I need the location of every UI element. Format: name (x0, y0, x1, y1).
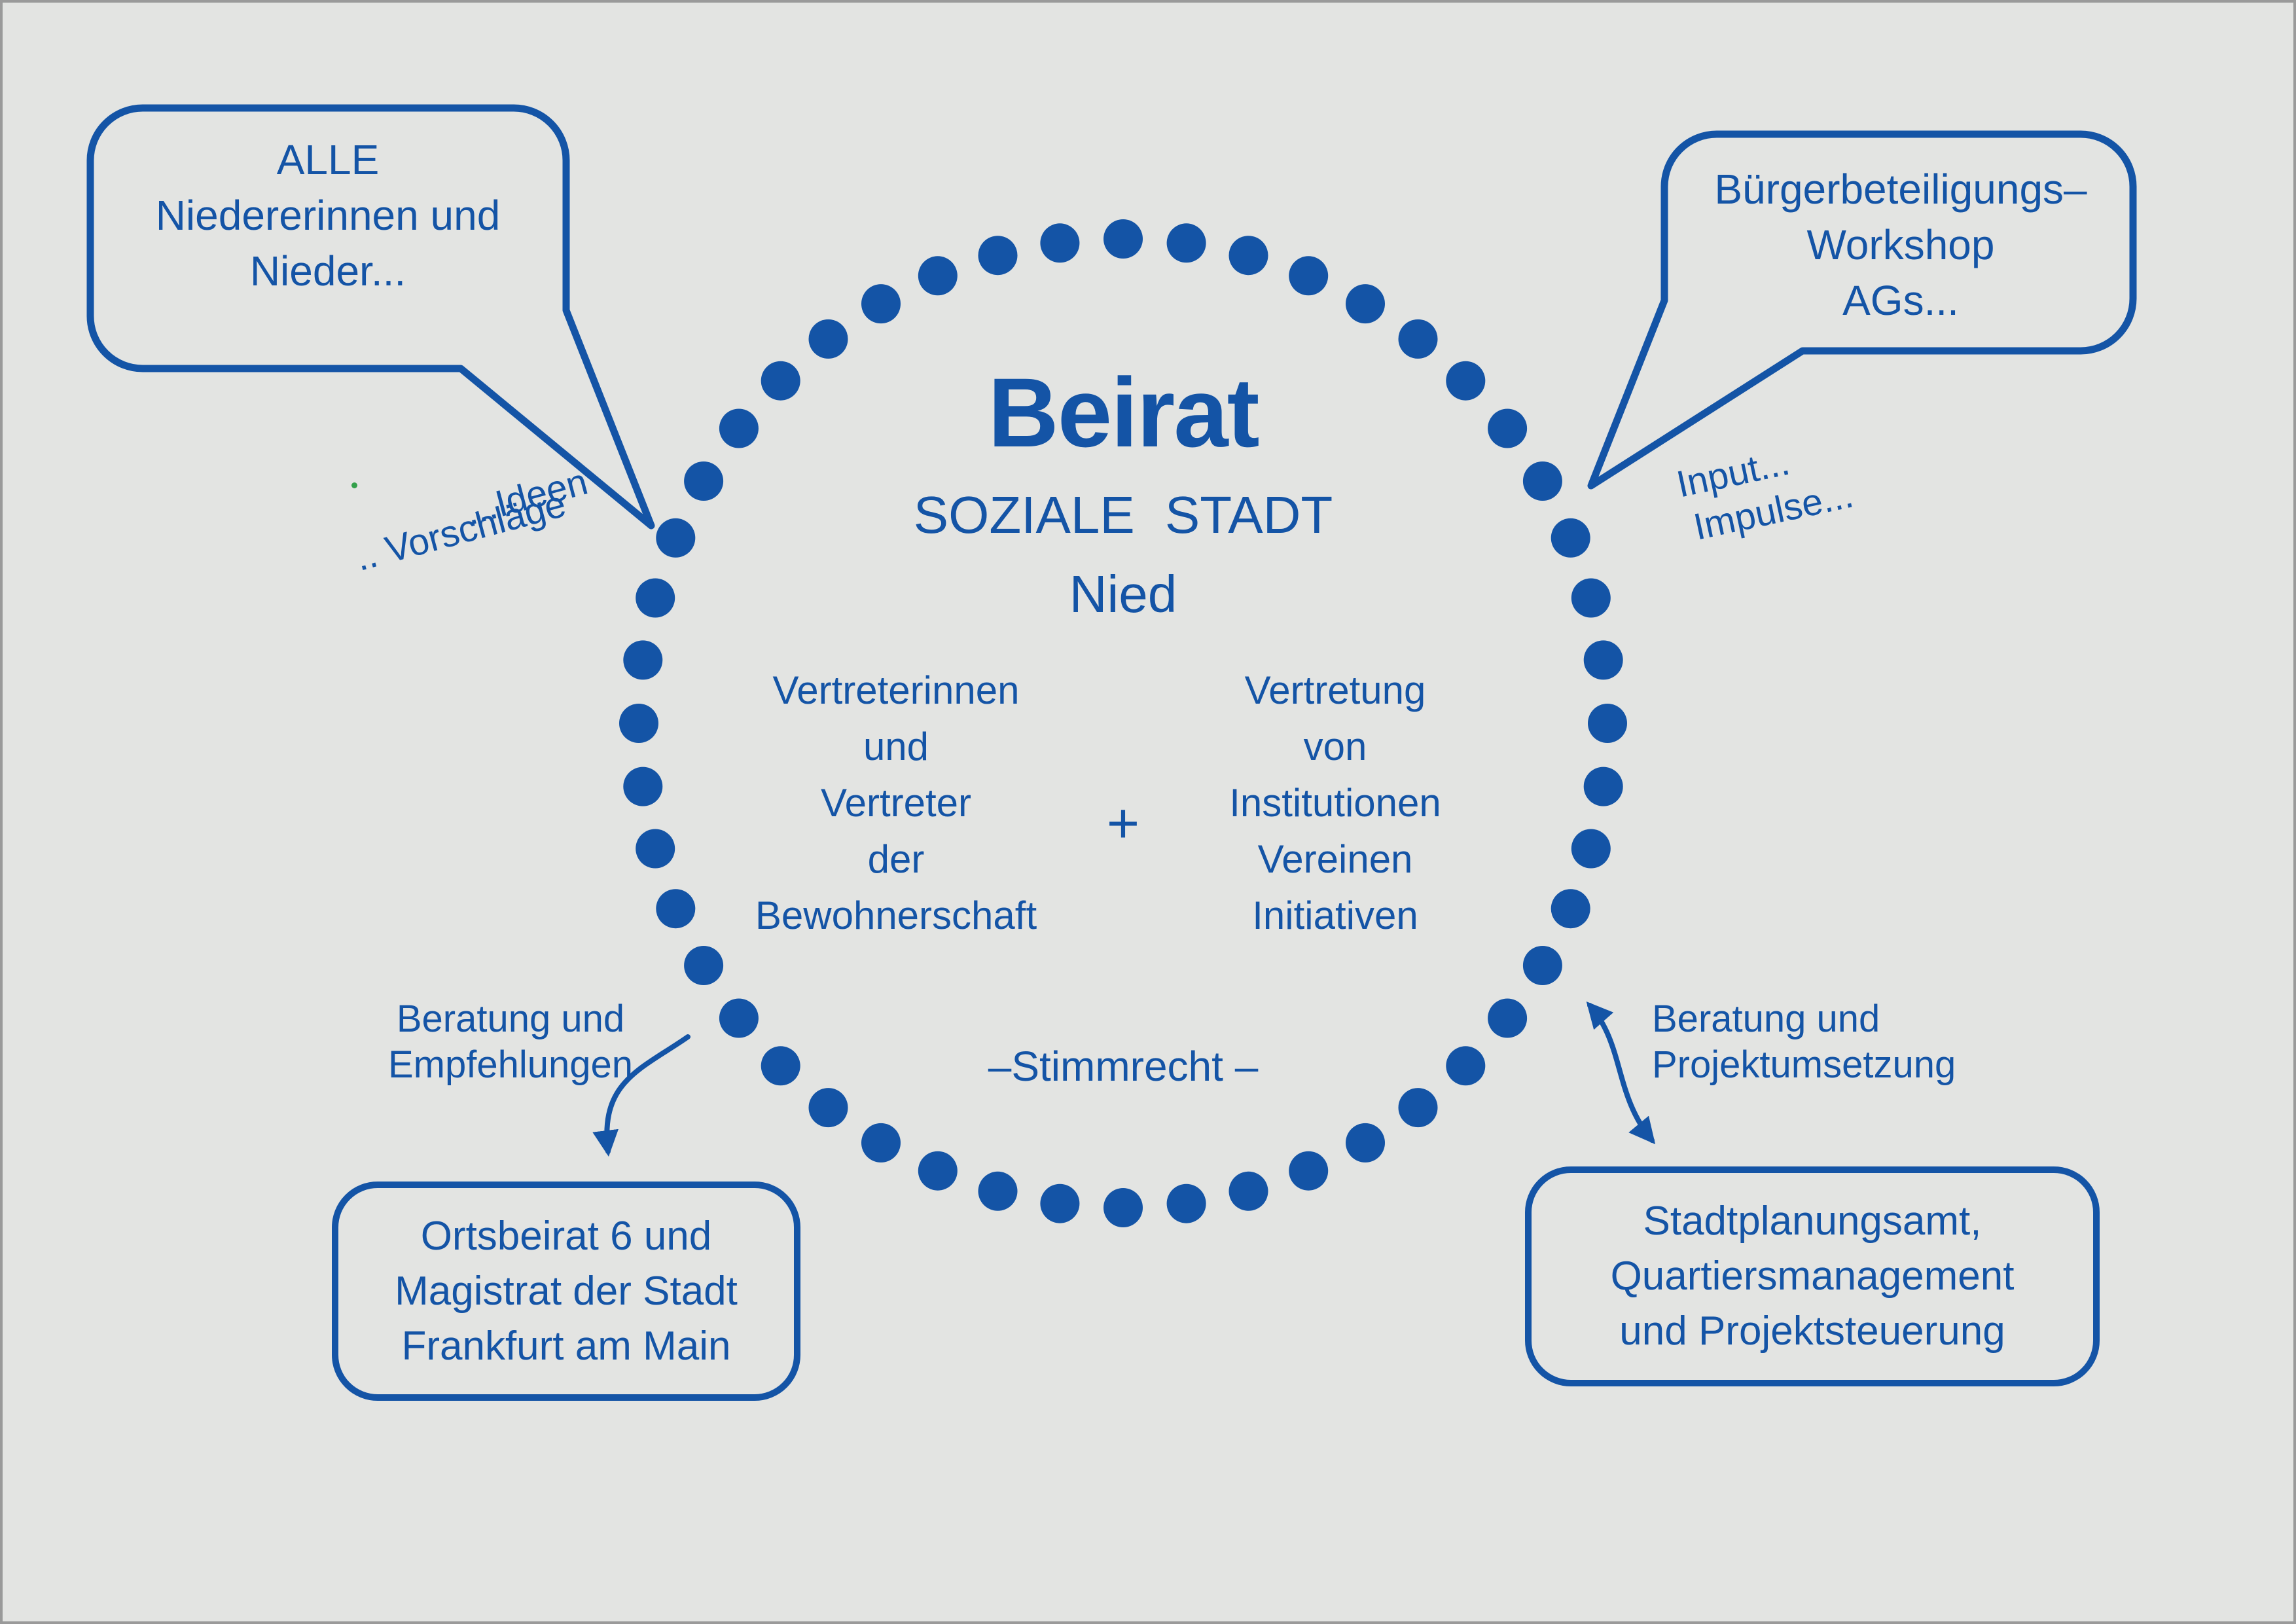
circle-dot (623, 767, 663, 806)
circle-dot (761, 1046, 800, 1086)
bubble-top-right-text: Bürgerbeteiligungs– Workshop AGs... (1714, 166, 2087, 324)
circle-dot (623, 640, 663, 680)
circle-dot (1583, 767, 1623, 806)
circle-dot (656, 518, 696, 558)
circle-dot (1398, 319, 1438, 359)
circle-dot (1398, 1088, 1438, 1128)
ortsbeirat-box: Ortsbeirat 6 und Magistrat der Stadt Fra… (332, 1182, 800, 1401)
main-title: Beirat (988, 357, 1259, 467)
stimmrecht-label: –Stimmrecht – (988, 1043, 1259, 1090)
circle-dot (719, 408, 759, 448)
circle-dot (1040, 223, 1080, 263)
circle-dot (1583, 640, 1623, 680)
subtitle-soziale-stadt: SOZIALE STADT (913, 486, 1333, 544)
circle-dot (1229, 236, 1268, 276)
circle-dot (1488, 998, 1528, 1038)
diagram-shapes (86, 104, 2137, 1227)
circle-dot (808, 1088, 848, 1128)
speech-bubble-top-right (1587, 130, 2137, 490)
circle-dot (684, 946, 724, 985)
green-speck-artifact (351, 482, 357, 488)
circle-dot (1166, 1183, 1206, 1223)
circle-dot (808, 319, 848, 359)
circle-dot (656, 889, 696, 929)
circle-dot (1446, 361, 1486, 401)
beratung-empfehlungen-label: Beratung und Empfehlungen (387, 998, 634, 1086)
circle-dot (619, 704, 658, 743)
right-column-institutionen: Vertretung von Institutionen Vereinen In… (1229, 668, 1441, 937)
circle-dot (1289, 256, 1329, 296)
left-column-bewohnerschaft: Vertreterinnen und Vertreter der Bewohne… (755, 668, 1037, 937)
circle-dot (861, 284, 901, 324)
arrow-to-ortsbeirat (592, 1034, 691, 1157)
circle-dot (1488, 408, 1528, 448)
circle-dot (1040, 1183, 1080, 1223)
circle-dot (1346, 1123, 1385, 1163)
circle-dot (978, 236, 1018, 276)
beratung-projektumsetzung-label: Beratung und Projektumsetzung (1652, 998, 1956, 1086)
circle-dot (719, 998, 759, 1038)
circle-dot (684, 461, 724, 501)
speech-bubble-top-left (86, 104, 655, 530)
circle-dot (918, 1151, 958, 1191)
circle-dot (1551, 889, 1590, 929)
circle-dot (1346, 284, 1385, 324)
circle-dot (636, 578, 675, 618)
circle-dot (918, 256, 958, 296)
circle-dot (1571, 578, 1611, 618)
circle-dot (1522, 461, 1562, 501)
circle-dot (1588, 704, 1627, 743)
stadtplanungsamt-box: Stadtplanungsamt, Quartiersmanagement un… (1525, 1166, 2100, 1386)
circle-dot (1166, 223, 1206, 263)
subtitle-nied: Nied (1069, 565, 1177, 623)
circle-dot (761, 361, 800, 401)
bubble-top-left-text: ALLE Niedererinnen und Nieder... (155, 136, 501, 295)
arrow-to-stadtplanungsamt (1586, 1001, 1656, 1145)
circle-dot (1103, 1188, 1143, 1227)
circle-dot (1446, 1046, 1486, 1086)
circle-dot (1551, 518, 1590, 558)
circle-dot (1229, 1171, 1268, 1211)
dotted-circle (619, 219, 1627, 1227)
stadtplanungsamt-box-text: Stadtplanungsamt, Quartiersmanagement un… (1610, 1199, 2015, 1354)
circle-dot (1571, 829, 1611, 869)
ortsbeirat-box-text: Ortsbeirat 6 und Magistrat der Stadt Fra… (395, 1213, 738, 1369)
circle-dot (978, 1171, 1018, 1211)
plus-sign: + (1106, 792, 1140, 855)
circle-dot (861, 1123, 901, 1163)
circle-dot (1522, 946, 1562, 985)
circle-dot (1103, 219, 1143, 259)
circle-dot (1289, 1151, 1329, 1191)
circle-dot (636, 829, 675, 869)
